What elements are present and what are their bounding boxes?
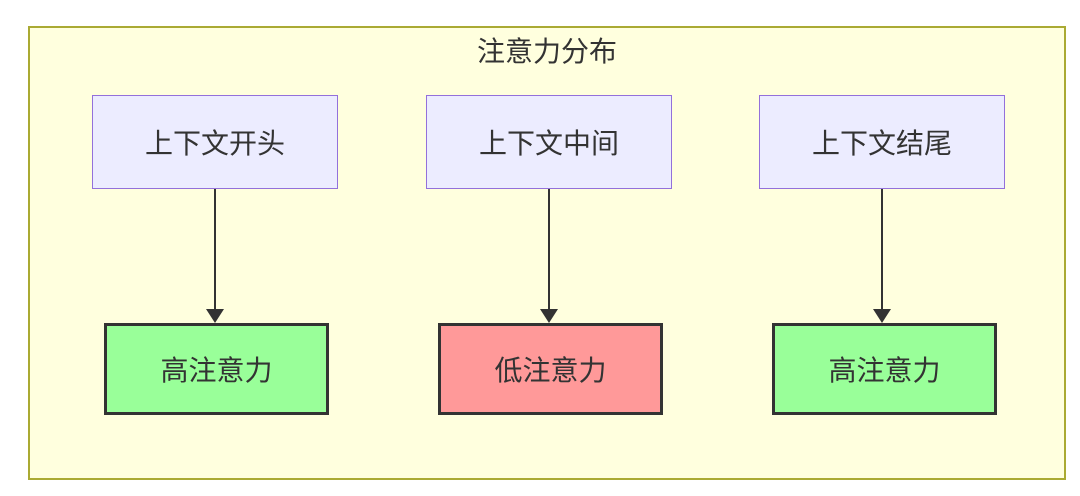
- node-context-beginning-label: 上下文开头: [144, 128, 285, 159]
- arrow-line-2: [548, 189, 550, 310]
- arrow-line-3: [881, 189, 883, 310]
- node-high-attention-2-label: 高注意力: [828, 355, 941, 386]
- node-high-attention-1: 高注意力: [104, 323, 329, 415]
- node-context-end-label: 上下文结尾: [811, 128, 952, 159]
- diagram-subgraph-attention-distribution: 注意力分布 上下文开头 高注意力 上下文中间 低注意力 上下文结尾 高注意力: [28, 26, 1066, 480]
- node-context-middle-label: 上下文中间: [478, 128, 619, 159]
- node-low-attention-label: 低注意力: [494, 355, 607, 386]
- arrow-head-icon: [873, 309, 891, 323]
- node-high-attention-1-label: 高注意力: [160, 355, 273, 386]
- node-low-attention: 低注意力: [438, 323, 663, 415]
- node-context-end: 上下文结尾: [759, 95, 1005, 189]
- node-high-attention-2: 高注意力: [772, 323, 997, 415]
- arrow-line-1: [214, 189, 216, 310]
- node-context-middle: 上下文中间: [426, 95, 672, 189]
- diagram-title: 注意力分布: [476, 36, 617, 67]
- arrow-head-icon: [540, 309, 558, 323]
- node-context-beginning: 上下文开头: [92, 95, 338, 189]
- arrow-head-icon: [206, 309, 224, 323]
